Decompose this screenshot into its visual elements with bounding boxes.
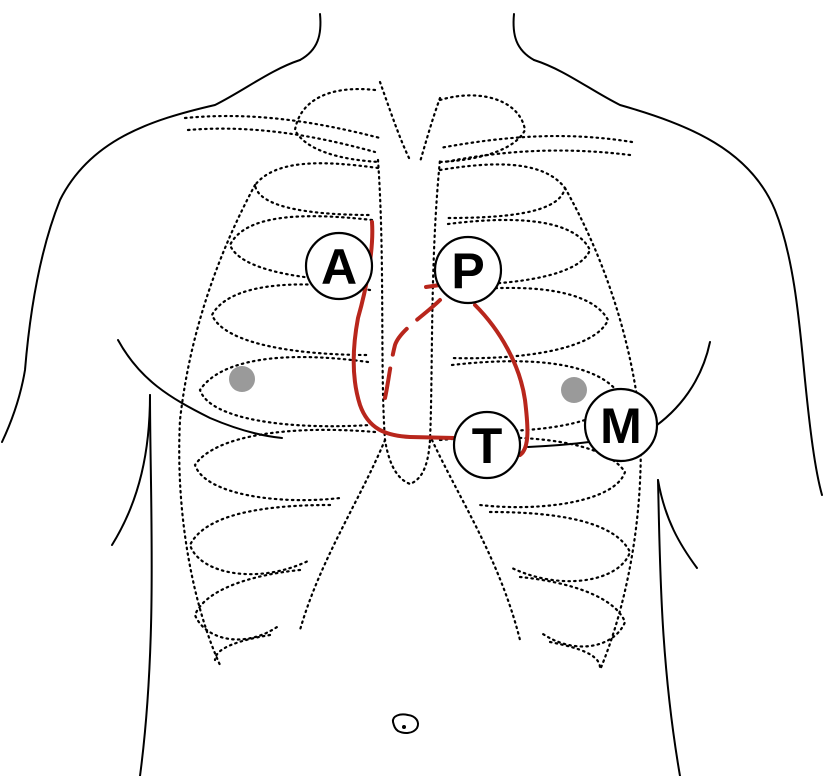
rib-right-4 (448, 286, 610, 360)
side-right (657, 479, 681, 776)
mitral-point-marker: M (583, 387, 659, 463)
rib-left-2 (253, 162, 380, 217)
mitral-point-label: M (600, 398, 642, 454)
ribcage-left-edge (178, 183, 257, 667)
costal-arch-left (298, 438, 387, 632)
navel (391, 713, 419, 734)
heart-left-border (473, 303, 530, 457)
rib-left-6 (193, 428, 377, 502)
aortic-point-label: A (321, 239, 357, 295)
nipple-right (561, 377, 587, 403)
rib-right-9 (548, 640, 602, 670)
shoulder-left (1, 59, 301, 443)
rib-right-2 (438, 163, 567, 220)
side-left (139, 394, 153, 776)
nipple-left (229, 366, 255, 392)
navel-dot (402, 725, 406, 729)
neck-left (299, 13, 322, 61)
tricuspid-point-marker: T (452, 410, 522, 480)
armpit-left (111, 394, 151, 546)
rib-left-9 (213, 633, 272, 662)
rib-right-3 (446, 218, 592, 287)
rib-left-8 (193, 568, 302, 641)
armpit-right (657, 479, 698, 569)
rib-left-1 (293, 88, 382, 164)
rib-left-7 (188, 503, 332, 576)
costal-arch-right (430, 438, 522, 642)
rib-right-6 (438, 436, 627, 509)
rib-right-7 (488, 510, 632, 583)
shoulder-right (533, 59, 823, 496)
aortic-point-marker: A (304, 231, 374, 301)
rib-left-4 (210, 283, 372, 357)
sternum (376, 158, 442, 486)
clavicle-left (183, 114, 382, 154)
rib-right-1 (438, 94, 527, 164)
clavicle-right (438, 134, 634, 164)
pulmonic-point-label: P (451, 243, 484, 299)
torso-outline (1, 13, 823, 776)
rib-left-5 (198, 355, 372, 428)
tricuspid-point-label: T (472, 418, 503, 474)
rib-right-8 (518, 575, 627, 648)
manubrium (378, 80, 442, 164)
neck-right (512, 13, 535, 61)
heart-septum-dashed (383, 298, 442, 400)
pulmonic-point-marker: P (433, 235, 503, 305)
